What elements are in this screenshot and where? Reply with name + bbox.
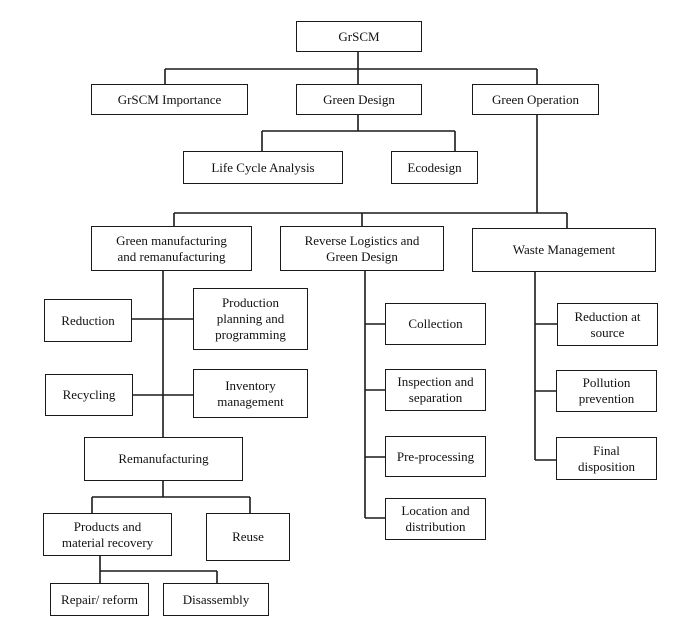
node-grscm: GrSCM xyxy=(296,21,422,52)
node-waste-management: Waste Management xyxy=(472,228,656,272)
node-reduction-at-source: Reduction at source xyxy=(557,303,658,346)
node-green-manufacturing: Green manufacturing and remanufacturing xyxy=(91,226,252,271)
node-production-planning: Production planning and programming xyxy=(193,288,308,350)
node-final-disposition: Final disposition xyxy=(556,437,657,480)
node-green-operation: Green Operation xyxy=(472,84,599,115)
node-reverse-logistics: Reverse Logistics and Green Design xyxy=(280,226,444,271)
node-products-material-recovery: Products and material recovery xyxy=(43,513,172,556)
node-inventory-management: Inventory management xyxy=(193,369,308,418)
node-life-cycle-analysis: Life Cycle Analysis xyxy=(183,151,343,184)
node-collection: Collection xyxy=(385,303,486,345)
node-pollution-prevention: Pollution prevention xyxy=(556,370,657,412)
node-inspection-separation: Inspection and separation xyxy=(385,369,486,411)
node-pre-processing: Pre-processing xyxy=(385,436,486,477)
node-location-distribution: Location and distribution xyxy=(385,498,486,540)
node-recycling: Recycling xyxy=(45,374,133,416)
node-repair-reform: Repair/ reform xyxy=(50,583,149,616)
node-remanufacturing: Remanufacturing xyxy=(84,437,243,481)
node-reduction: Reduction xyxy=(44,299,132,342)
node-grscm-importance: GrSCM Importance xyxy=(91,84,248,115)
node-ecodesign: Ecodesign xyxy=(391,151,478,184)
node-disassembly: Disassembly xyxy=(163,583,269,616)
node-green-design: Green Design xyxy=(296,84,422,115)
node-reuse: Reuse xyxy=(206,513,290,561)
